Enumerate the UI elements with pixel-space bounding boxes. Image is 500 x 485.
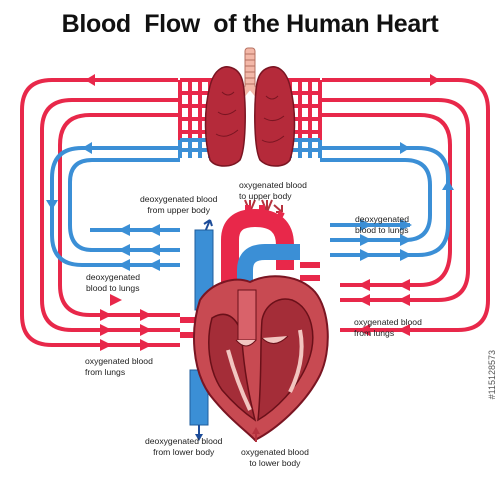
aorta-arch xyxy=(221,208,294,300)
lower-body-arrows xyxy=(195,425,260,442)
label-deoxy-upper-body: deoxygenated blood from upper body xyxy=(140,194,218,215)
label-deoxy-lungs-left: deoxygenated blood to lungs xyxy=(86,272,140,293)
label-oxy-from-lungs-right: oxygenated blood from lungs xyxy=(354,317,422,338)
label-oxy-from-lungs-left: oxygenated blood from lungs xyxy=(85,356,153,377)
stock-image-id: #115128573 xyxy=(487,350,497,400)
label-deoxy-lower-body: deoxygenated blood from lower body xyxy=(145,436,223,457)
pulmonary-artery xyxy=(237,244,300,300)
label-oxy-lower-body: oxygenated blood to lower body xyxy=(241,447,309,468)
oxygenated-arrows xyxy=(85,74,440,351)
label-deoxy-lungs-right: deoxygenated blood to lungs xyxy=(355,214,409,235)
deoxygenated-arrows xyxy=(46,142,454,271)
heart xyxy=(180,205,329,442)
left-lung xyxy=(204,66,246,167)
right-lung xyxy=(254,66,296,167)
page-title: Blood Flow of the Human Heart xyxy=(61,10,439,38)
label-oxy-upper-body: oxygenated blood to upper body xyxy=(239,180,307,201)
lungs xyxy=(204,47,296,167)
